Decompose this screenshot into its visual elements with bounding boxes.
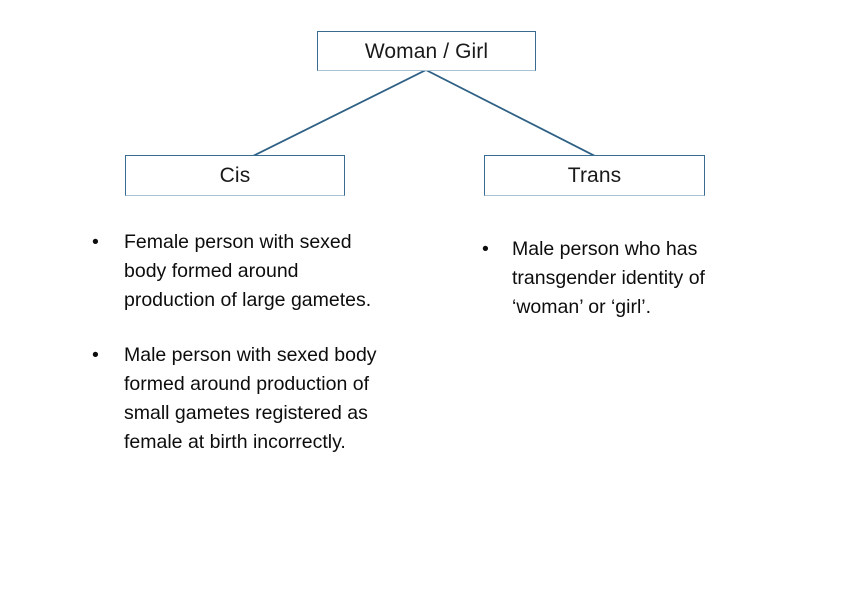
bullet-point-icon: • (482, 238, 489, 260)
node-trans[interactable]: Trans (484, 155, 705, 196)
list-item: • Female person with sexed body formed a… (86, 228, 386, 315)
node-woman-girl-label: Woman / Girl (364, 39, 489, 63)
bullet-point-icon: • (92, 231, 99, 253)
list-item: • Male person who has transgender identi… (476, 235, 727, 322)
node-cis-label: Cis (219, 164, 251, 187)
list-item: • Male person with sexed body formed aro… (86, 341, 386, 457)
node-woman-girl[interactable]: Woman / Girl (317, 31, 536, 71)
bullet-list-trans: • Male person who has transgender identi… (476, 235, 726, 322)
connector-root-to-trans (424, 68, 597, 158)
connector-root-to-cis (251, 68, 428, 158)
list-item-text: Male person who has transgender identity… (512, 238, 705, 318)
node-trans-label: Trans (567, 164, 622, 187)
node-cis[interactable]: Cis (125, 155, 345, 196)
bullet-list-cis: • Female person with sexed body formed a… (86, 228, 386, 457)
bullet-point-icon: • (92, 344, 99, 366)
list-item-text: Male person with sexed body formed aroun… (124, 344, 377, 453)
list-item-text: Female person with sexed body formed aro… (124, 231, 372, 311)
